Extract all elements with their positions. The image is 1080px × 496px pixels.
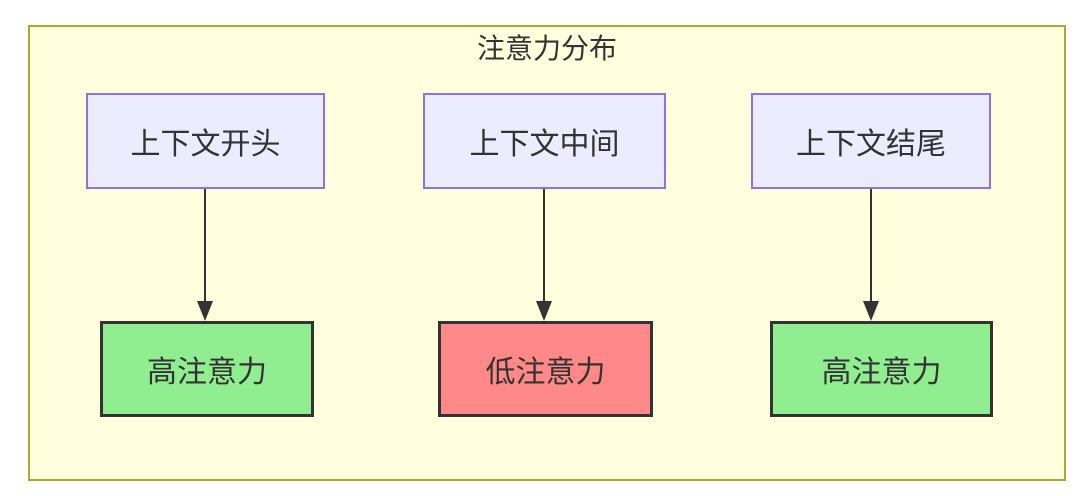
- node-context-end: 上下文结尾: [751, 93, 991, 189]
- node-high-attention-left: 高注意力: [100, 321, 314, 417]
- node-label: 上下文开头: [130, 128, 281, 161]
- arrow-down-icon: [197, 189, 213, 321]
- node-context-beginning: 上下文开头: [86, 93, 325, 189]
- diagram-title: 注意力分布: [476, 33, 617, 64]
- arrow-down-icon: [863, 189, 879, 321]
- node-label: 上下文结尾: [796, 128, 946, 161]
- node-low-attention: 低注意力: [438, 321, 653, 417]
- node-context-middle: 上下文中间: [423, 93, 666, 189]
- node-label: 高注意力: [147, 356, 267, 389]
- node-label: 低注意力: [485, 356, 606, 389]
- node-label: 高注意力: [821, 356, 942, 389]
- arrow-down-icon: [536, 189, 552, 321]
- node-label: 上下文中间: [469, 128, 620, 161]
- node-high-attention-right: 高注意力: [770, 321, 993, 417]
